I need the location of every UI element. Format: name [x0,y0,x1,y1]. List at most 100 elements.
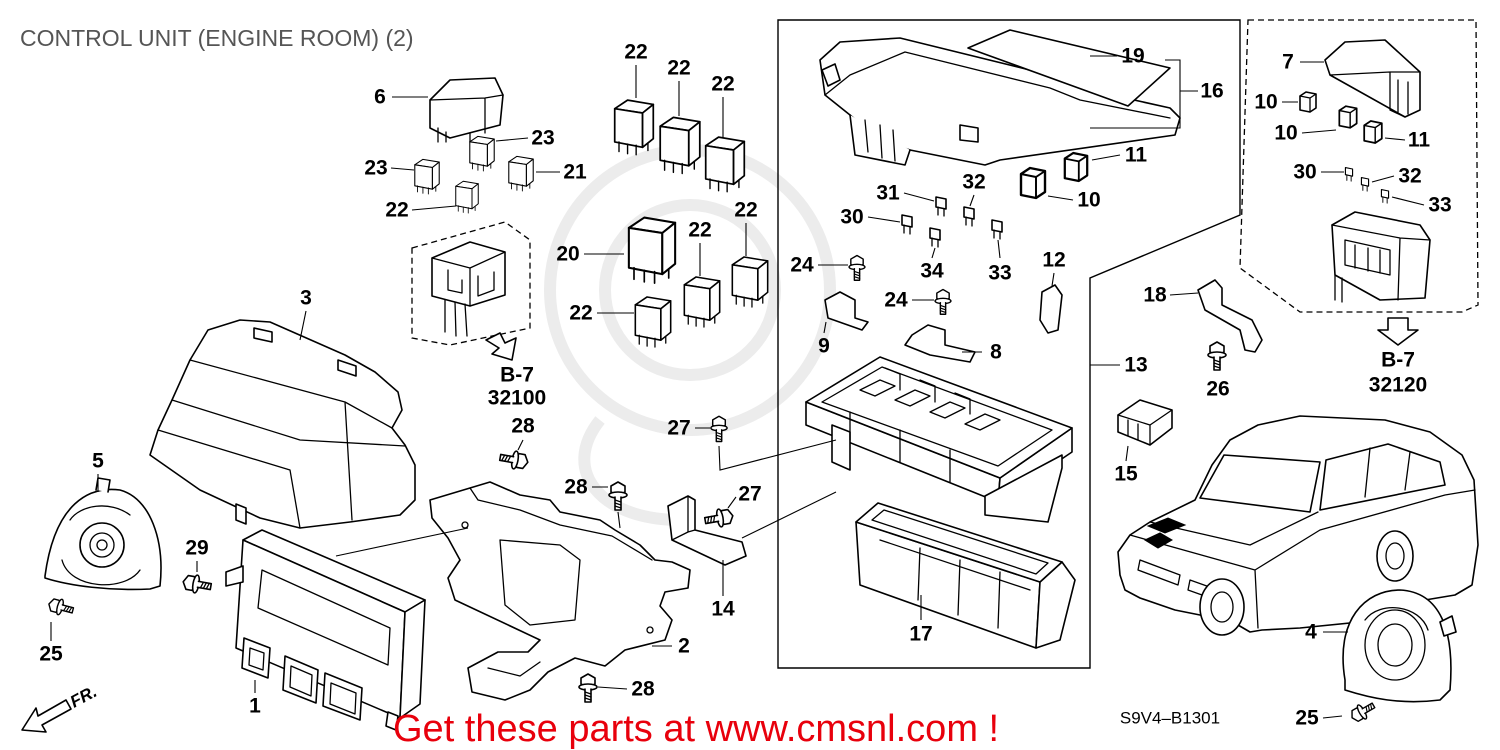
bolt-29 [180,572,214,597]
connector-block [431,241,506,337]
relay-22-e [731,256,769,308]
callout-number: 2 [678,635,690,658]
callout-number: 20 [556,243,579,266]
callout-number: 25 [1295,707,1319,730]
clip-12 [1039,284,1063,334]
callout-number: 33 [988,262,1011,285]
mini-fuse-32 [963,206,975,227]
callout-number: 24 [790,254,814,277]
ecu-bracket [429,481,691,701]
callout-number: 14 [711,598,735,621]
fuse-box-label [967,29,1171,107]
callout-number: 16 [1200,80,1223,103]
relay-15 [1117,399,1173,446]
callout-number: 6 [374,86,386,109]
callout-numbers: 22 22 22 6 23 23 21 22 20 22 22 22 3 5 2… [39,41,1451,730]
callout-number: 30 [1293,161,1316,184]
relay-22-b [659,116,701,175]
callout-number: 33 [1428,194,1451,217]
bolt-28-lower [578,673,598,703]
relay-box-cover [429,77,504,143]
relay-21 [508,155,534,192]
callout-number: 5 [92,450,104,473]
callout-number: 8 [990,341,1002,364]
fuse-11 [1063,151,1089,183]
callout-number: 22 [734,199,757,222]
ref-arrow-left [485,332,517,361]
fuse-box-lower-case [855,502,1076,649]
callout-number: 32 [1398,165,1421,188]
bolt-25-left [46,595,76,619]
connector-dashed-frame [411,221,531,346]
front-direction-indicator: FR. [21,682,100,733]
mini-fuse-31 [935,196,947,217]
callout-number: 34 [920,260,944,283]
front-label: FR. [67,682,100,712]
callout-number: 27 [667,417,690,440]
assembly-lines [335,439,837,557]
relay-22-a [613,99,655,156]
mini-fuse-34 [929,227,941,248]
callout-number: 21 [563,161,587,184]
callout-number: 12 [1042,249,1065,272]
callout-number: 22 [667,57,690,80]
ref-number-left: 32100 [488,387,546,410]
relay-22-small [455,180,479,214]
mini-fuse-30-right [1344,166,1354,182]
screw-24-a [848,254,866,281]
bolt-27-lower [702,506,736,531]
diagram-title: CONTROL UNIT (ENGINE ROOM) (2) [20,25,414,51]
relay-23-left [414,158,440,195]
callout-number: 23 [531,127,554,150]
relay-23-top [469,135,495,172]
mini-fuse-30 [901,214,913,235]
watermark-logo [544,144,836,526]
callout-number: 22 [385,199,408,222]
bracket-8 [904,324,976,363]
promo-text: Get these parts at www.cmsnl.com ! [393,708,999,750]
mini-fuse-33-right [1380,188,1390,204]
callout-number: 27 [738,483,761,506]
bolt-27-upper [710,415,728,443]
callout-number: 22 [688,219,711,242]
callout-number: 18 [1143,284,1167,307]
bolt-25-right [1347,697,1379,726]
callout-number: 10 [1274,122,1297,145]
fuse-10-right-b [1338,105,1358,129]
callout-number: 26 [1206,378,1229,401]
diagram-code: S9V4–B1301 [1120,709,1220,728]
relay-20 [627,216,677,285]
callout-number: 24 [884,289,908,312]
bolt-28-upper [497,447,531,472]
relay-22-c [704,136,746,193]
screw-24-b [934,288,952,315]
callout-number: 25 [39,643,63,666]
callout-number: 13 [1124,354,1147,377]
front-arrow-icon [21,699,72,733]
mini-fuse-32-right [1360,176,1370,192]
relay-22-f [634,296,672,348]
callout-number: 29 [185,537,208,560]
ref-number-right: 32120 [1369,374,1427,397]
callout-number: 22 [624,41,647,64]
sub-fuse-box-dashed-frame [1239,19,1479,313]
callout-number: 11 [1125,144,1148,167]
callout-number: 3 [300,287,312,310]
fuse-11-right [1363,120,1383,144]
callout-number: 7 [1282,51,1294,74]
callout-number: 10 [1254,91,1277,114]
callout-number: 31 [876,182,900,205]
horn-right [1342,589,1457,703]
control-unit-cover [149,319,416,529]
callout-number: 19 [1121,45,1144,68]
fuse-10 [1019,166,1047,200]
bolt-26 [1207,341,1227,371]
fuse-box-cover [819,37,1181,166]
horn-left [44,477,162,591]
callout-number: 23 [364,157,387,180]
callout-number: 15 [1114,463,1138,486]
relay-22-d [683,276,721,328]
callout-number: 28 [511,415,535,438]
fuse-10-right-a [1299,91,1317,113]
